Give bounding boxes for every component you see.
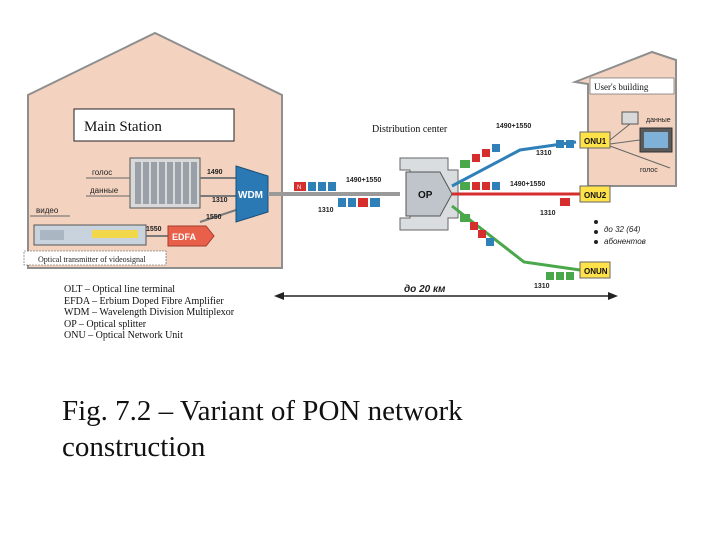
user-dannye-label: данные <box>646 117 671 124</box>
wl-1550-tx: 1550 <box>146 226 162 233</box>
wl-1490-station: 1490 <box>207 169 223 176</box>
dannye-label: данные <box>90 186 119 195</box>
edfa-block <box>167 225 215 247</box>
onu1-label: ONU1 <box>584 137 607 146</box>
optical-transmitter-label: Optical transmitter of videosignal <box>38 255 147 264</box>
onun-box <box>579 261 611 279</box>
svg-text:1310: 1310 <box>540 210 556 217</box>
user-building-box <box>589 77 675 95</box>
olt-rack <box>129 157 201 209</box>
onun-label: ONUN <box>584 267 608 276</box>
onu2-box <box>579 185 611 203</box>
caption-line-2: construction <box>62 431 206 463</box>
optical-splitter <box>399 157 459 231</box>
video-transmitter <box>33 224 147 246</box>
main-station-box <box>73 108 235 142</box>
svg-text:1310: 1310 <box>534 283 550 290</box>
legend: OLT – Optical line terminal EFDA – Erbiu… <box>64 284 234 342</box>
golos-label: голос <box>92 168 112 177</box>
legend-item: ONU – Optical Network Unit <box>64 330 183 342</box>
subscribers-label: абонентов <box>604 237 646 246</box>
svg-text:1490+1550: 1490+1550 <box>510 181 545 188</box>
distance-arrow <box>274 292 618 300</box>
wdm-label: WDM <box>238 190 263 201</box>
trunk-1490-1550: 1490+1550 <box>346 177 381 184</box>
user-building-label: User's building <box>594 82 649 92</box>
transmitter-caption-box <box>23 250 167 266</box>
svg-text:1310: 1310 <box>536 150 552 157</box>
wl-1550-station: 1550 <box>206 214 222 221</box>
caption-line-1: Fig. 7.2 – Variant of PON network <box>62 395 463 427</box>
tv-icon <box>639 127 673 153</box>
legend-item: WDM – Wavelength Division Multiplexor <box>64 307 235 319</box>
edfa-label: EDFA <box>172 232 197 242</box>
figure-caption: Fig. 7.2 – Variant of PON network constr… <box>62 393 582 465</box>
svg-text:1490+1550: 1490+1550 <box>496 123 531 130</box>
op-label: OP <box>418 190 433 201</box>
up-to-32-label: до 32 (64) <box>604 225 641 234</box>
legend-item: OP – Optical splitter <box>64 318 147 330</box>
legend-item: OLT – Optical line terminal <box>64 284 176 295</box>
distribution-center-label: Distribution center <box>372 124 448 135</box>
svg-text:N: N <box>297 185 301 191</box>
user-golos-label: голос <box>640 167 658 174</box>
pon-diagram: Main Station голос данные видео Optical … <box>23 31 677 300</box>
main-station-label: Main Station <box>84 119 162 135</box>
computer-icon <box>621 111 639 125</box>
fiber-onu1 <box>451 140 577 188</box>
onu2-label: ONU2 <box>584 191 607 200</box>
main-station-building <box>27 31 283 269</box>
video-label: видео <box>36 206 59 215</box>
fiber-onun <box>451 204 581 272</box>
legend-item: EFDA – Erbium Doped Fibre Amplifier <box>64 295 224 307</box>
distance-label: до 20 км <box>404 284 446 295</box>
wdm-block <box>235 165 269 223</box>
trunk-1310: 1310 <box>318 207 334 214</box>
wl-1310-station: 1310 <box>212 197 228 204</box>
